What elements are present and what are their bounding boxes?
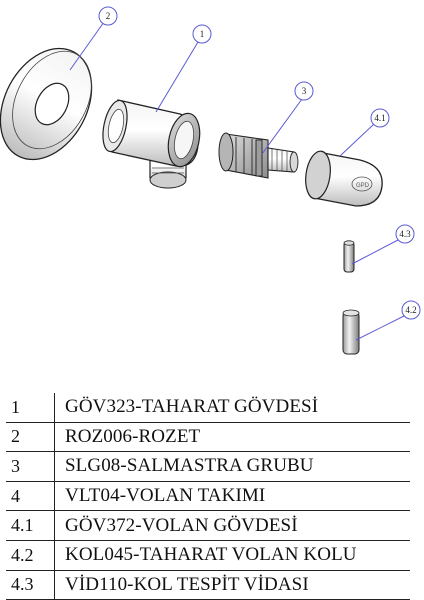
exploded-parts-drawing: GPD 2 1 3 4.1 4.3 4.2 [0, 6, 421, 355]
part-description: GÖV323-TAHARAT GÖVDESİ [54, 393, 410, 423]
leader-3 [261, 98, 303, 155]
table-row: 4.1 GÖV372-VOLAN GÖVDESİ [6, 510, 410, 541]
table-row: 1 GÖV323-TAHARAT GÖVDESİ [6, 393, 410, 423]
part-number: 3 [6, 451, 55, 482]
part-description: VİD110-KOL TESPİT VİDASI [54, 570, 410, 600]
leader-1 [155, 41, 199, 113]
table-row: 2 ROZ006-ROZET [6, 422, 410, 453]
callout-1: 1 [192, 24, 212, 44]
callout-4-3-label: 4.3 [399, 229, 411, 239]
callout-1-label: 1 [200, 29, 205, 39]
part-taharat-govdesi [102, 99, 201, 189]
callout-2-label: 2 [106, 11, 111, 21]
part-number: 4.1 [6, 510, 55, 541]
callout-3: 3 [294, 81, 314, 101]
leader-4-1 [339, 123, 375, 157]
callout-2: 2 [98, 6, 118, 26]
table-row: 4 VLT04-VOLAN TAKIMI [6, 481, 410, 512]
callout-4-3: 4.3 [395, 224, 415, 244]
callout-4-1-label: 4.1 [374, 113, 385, 123]
part-number: 2 [6, 422, 55, 453]
part-volan-govdesi: GPD [305, 150, 383, 207]
part-number: 1 [6, 393, 55, 423]
part-description: SLG08-SALMASTRA GRUBU [54, 451, 410, 482]
part-salmastra-grubu [218, 132, 299, 179]
part-description: GÖV372-VOLAN GÖVDESİ [54, 510, 410, 541]
part-number: 4.2 [6, 540, 55, 571]
leader-4-3 [351, 239, 399, 265]
part-description: ROZ006-ROZET [54, 422, 410, 453]
svg-text:GPD: GPD [356, 183, 370, 189]
leader-4-2 [355, 315, 405, 341]
part-taharat-volan-kolu [342, 309, 360, 355]
table-row: 4.3 VİD110-KOL TESPİT VİDASI [6, 570, 410, 600]
parts-list-table: 1 GÖV323-TAHARAT GÖVDESİ 2 ROZ006-ROZET … [6, 393, 410, 600]
leader-lines [69, 21, 405, 341]
part-kol-tespit-vidasi [343, 240, 355, 273]
table-row: 3 SLG08-SALMASTRA GRUBU [6, 451, 410, 482]
callout-4-1: 4.1 [370, 108, 390, 128]
part-description: VLT04-VOLAN TAKIMI [54, 481, 410, 512]
callout-3-label: 3 [302, 86, 307, 96]
callout-4-2: 4.2 [401, 300, 421, 320]
part-number: 4 [6, 481, 55, 512]
callout-4-2-label: 4.2 [405, 305, 416, 315]
leader-2 [69, 21, 105, 71]
part-number: 4.3 [6, 570, 55, 600]
part-rozet [0, 47, 93, 161]
part-description: KOL045-TAHARAT VOLAN KOLU [54, 540, 410, 571]
table-row: 4.2 KOL045-TAHARAT VOLAN KOLU [6, 540, 410, 571]
